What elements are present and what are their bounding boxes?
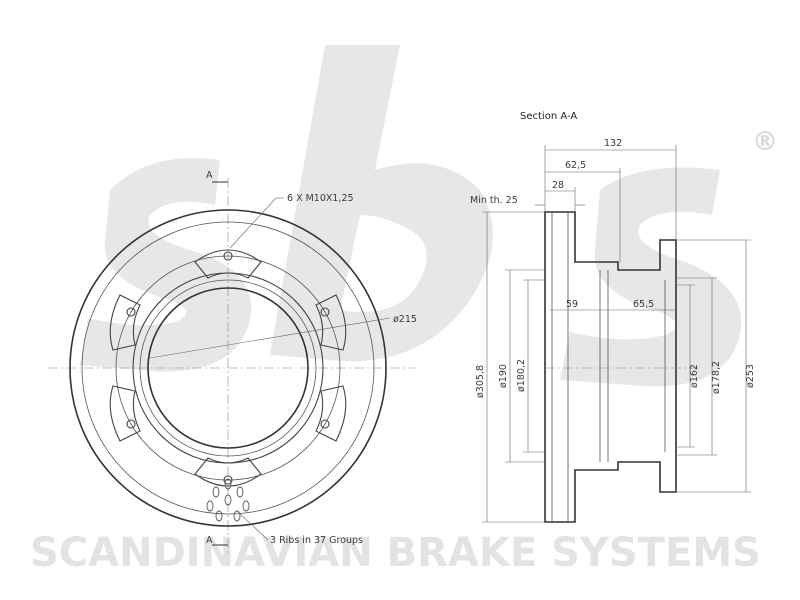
dim-hat-offset: 62,5 xyxy=(565,160,586,171)
dim-d162: ø162 xyxy=(689,364,700,388)
bolt-holes xyxy=(126,251,330,485)
center-bore xyxy=(147,287,309,449)
pcd-label: ø215 xyxy=(393,314,417,325)
sbs-logo-watermark xyxy=(80,45,742,387)
company-name-watermark: SCANDINAVIAN BRAKE SYSTEMS xyxy=(30,530,761,576)
bolt-hole xyxy=(126,307,136,317)
dim-inner-59: 59 xyxy=(566,299,578,310)
disc-section-profile xyxy=(544,211,677,523)
dim-d190: ø190 xyxy=(498,364,509,388)
ribs-callout: 3 Ribs in 37 Groups xyxy=(270,535,363,546)
min-thickness-label: Min th. 25 xyxy=(470,195,518,206)
bolt-hole xyxy=(126,419,136,429)
section-marker-bottom: A xyxy=(206,535,213,546)
registered-mark: ® xyxy=(752,127,778,157)
hat-inner xyxy=(139,279,317,457)
bolt-lugs xyxy=(109,249,347,487)
dim-overall-height: 132 xyxy=(604,138,622,149)
pcd-circle xyxy=(115,255,341,481)
vertical-dimensions xyxy=(482,211,751,523)
dim-disc-thickness: 28 xyxy=(552,180,564,191)
dim-inner-65-5: 65,5 xyxy=(633,299,654,310)
bolt-hole xyxy=(223,251,233,261)
dim-d178: ø178,2 xyxy=(711,361,722,394)
dim-d180: ø180,2 xyxy=(516,359,527,392)
dim-d253: ø253 xyxy=(745,364,756,388)
section-view: Section A-A 132 62,5 28 Min th. 25 59 65… xyxy=(470,111,756,523)
disc-outer-edge xyxy=(69,209,387,527)
dim-outer-diameter: ø305,8 xyxy=(475,365,486,398)
front-view: A A xyxy=(48,170,417,555)
section-title: Section A-A xyxy=(520,111,577,122)
bolt-hole xyxy=(320,419,330,429)
section-marker-top: A xyxy=(206,170,213,181)
bolt-hole xyxy=(223,475,233,485)
bolt-callout: 6 X M10X1,25 xyxy=(287,193,354,204)
bolt-hole xyxy=(320,307,330,317)
friction-ring-outer xyxy=(81,221,375,515)
rib-pattern xyxy=(206,478,250,522)
